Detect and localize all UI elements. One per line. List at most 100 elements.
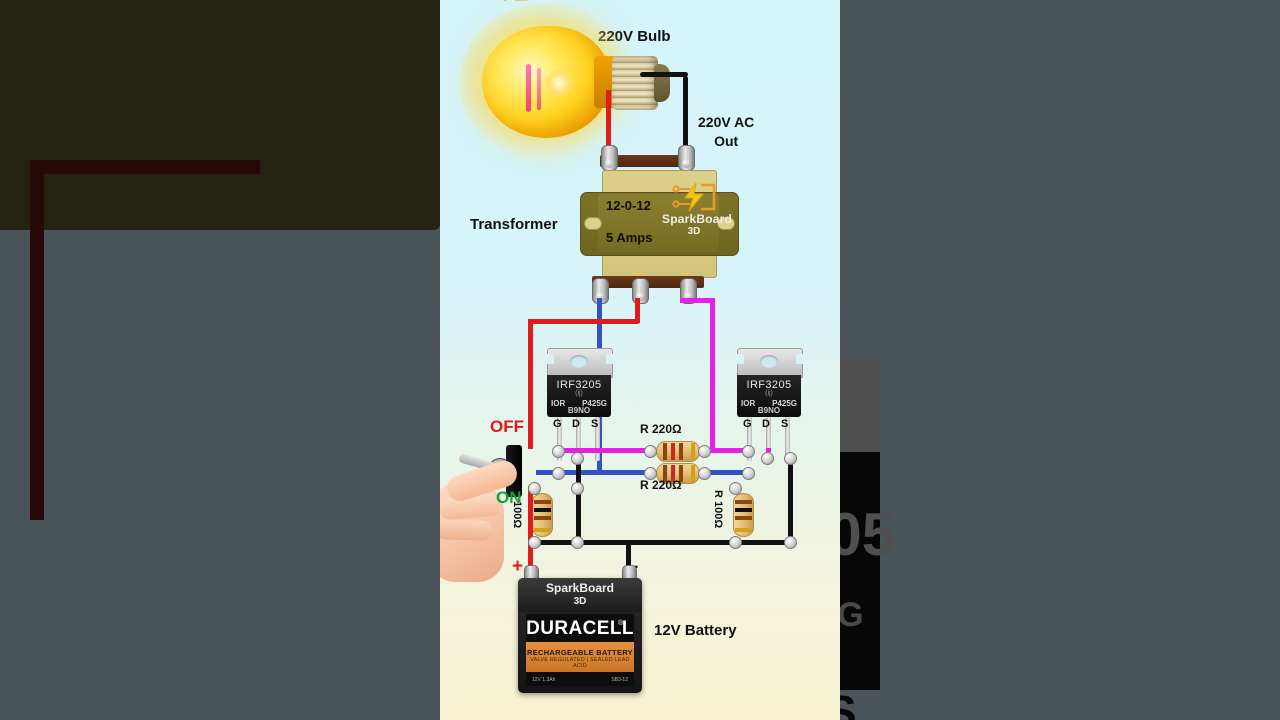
main-diagram-panel: 220V Bulb 220V AC Out Transformer 12V Ba…	[440, 0, 840, 720]
transformer-rating-voltage: 12-0-12	[606, 198, 651, 213]
wire-bulb-black-elbow	[640, 72, 688, 77]
mosfet-left-code: P425G	[582, 399, 607, 408]
node-right-drain	[761, 452, 774, 465]
battery-label: 12V Battery	[654, 622, 737, 639]
transformer-rating-current: 5 Amps	[606, 230, 653, 245]
light-bulb	[460, 4, 682, 160]
battery-registered-mark: ®	[618, 620, 624, 627]
node-right-gate	[742, 445, 755, 458]
mosfet-left-brand: IOR	[551, 399, 566, 408]
node-r220-bottom-right	[698, 467, 711, 480]
resistor-100-right	[733, 487, 754, 541]
wire-magenta-right-elbow	[680, 298, 715, 303]
node-left-r100-bottom	[528, 536, 541, 549]
battery-foot-left: 12V 1.3Ah	[532, 677, 556, 683]
node-left-gate	[552, 445, 565, 458]
battery-brand-top: SparkBoard	[545, 581, 615, 595]
ac-out-label: 220V AC Out	[698, 113, 754, 151]
node-left-ground	[571, 536, 584, 549]
mosfet-left-leg-source	[595, 417, 600, 461]
sparkboard-logo-icon	[670, 182, 718, 212]
node-right-r100-bottom	[729, 536, 742, 549]
node-right-gate-blue	[742, 467, 755, 480]
battery-sparkboard-logo-icon	[486, 0, 532, 2]
node-left-r100-top	[528, 482, 541, 495]
resistor-100-left	[532, 487, 553, 541]
mosfet-right-leg-gate	[747, 417, 752, 461]
battery-label-area: DURACELL ® RECHARGEABLE BATTERY VALVE RE…	[526, 614, 634, 686]
resistor-220-bottom-label: R 220Ω	[640, 478, 682, 492]
sparkboard-logo-sub: 3D	[687, 226, 701, 237]
battery-brand: DURACELL	[526, 618, 634, 639]
sparkboard-logo-name: SparkBoard	[662, 212, 733, 226]
node-right-ground	[784, 536, 797, 549]
mosfet-left-part-number: IRF3205	[556, 379, 602, 391]
mosfet-right-markings: IOR P425G	[741, 399, 797, 408]
wire-bulb-red	[606, 90, 611, 162]
transformer-mount-ear-left	[584, 217, 602, 230]
mosfet-right-code: P425G	[772, 399, 797, 408]
transformer-winding-face	[598, 194, 719, 252]
wire-black-ground-bus	[536, 540, 793, 545]
node-right-source	[784, 452, 797, 465]
switch-off-label: OFF	[490, 417, 524, 436]
wire-red-horizontal	[528, 319, 640, 324]
wire-red-center-tap	[635, 298, 640, 323]
resistor-100-right-label: R 100Ω	[712, 490, 724, 529]
battery-footer: 12V 1.3Ah SB3-12	[526, 674, 634, 686]
mosfet-right-lot: B9NO	[757, 406, 781, 415]
ac-out-line-1: 220V AC	[698, 114, 755, 130]
mosfet-right-pin-d: D	[762, 418, 770, 430]
mosfet-right-part-number: IRF3205	[746, 379, 792, 391]
node-r220-top-left	[644, 445, 657, 458]
mosfet-right-brand: IOR	[741, 399, 756, 408]
mosfet-left-pin-d: D	[572, 418, 580, 430]
wire-blue-gate-bus-right	[705, 470, 753, 475]
node-left-drain-low	[571, 482, 584, 495]
bulb-filament-core	[542, 70, 576, 96]
resistor-100-right-label-box: R 100Ω	[711, 490, 725, 540]
transformer-mount-ear-right	[717, 217, 735, 230]
wire-magenta-right-vertical	[710, 298, 715, 448]
wire-red-down-to-switch	[528, 319, 533, 449]
mosfet-right-leg-source	[785, 417, 790, 461]
mosfet-right-mount-hole	[760, 355, 778, 368]
node-r220-bottom-left	[644, 467, 657, 480]
bulb-contact-tip	[654, 64, 670, 102]
battery-plus-sign: +	[512, 556, 524, 577]
mosfet-left: IRF3205 (ij) IOR P425G B9NO G D S	[543, 348, 615, 461]
circuit-scene: 220V Bulb 220V AC Out Transformer 12V Ba…	[440, 0, 840, 720]
wire-black-ground-to-battery	[626, 540, 631, 580]
mosfet-right-mark: (ij)	[765, 390, 773, 397]
transformer-primary-terminal-1	[601, 145, 618, 171]
wire-red-switch-to-battery	[528, 486, 533, 582]
hand-cursor	[440, 457, 524, 586]
mosfet-left-leg-gate	[557, 417, 562, 461]
bulb-filament	[526, 64, 546, 112]
transformer-secondary-terminal-center	[632, 278, 649, 304]
transformer-primary-terminal-bar	[600, 155, 695, 167]
ac-out-line-2: Out	[714, 133, 739, 149]
wire-black-left-drain-down	[576, 455, 581, 543]
transformer-secondary-terminal-right	[680, 278, 697, 304]
battery-top-branding: SparkBoard 3D	[518, 578, 642, 612]
transformer-label: Transformer	[470, 216, 558, 233]
bulb-screw-base	[612, 56, 658, 110]
mosfet-left-pin-g: G	[553, 418, 562, 430]
switch-on-label: ON	[496, 488, 522, 507]
node-left-gate-blue	[552, 467, 565, 480]
battery: SparkBoard 3D DURACELL ® RECHARGEABLE BA…	[518, 578, 642, 693]
mosfet-left-mark: (ij)	[575, 390, 583, 397]
battery-spec: VALVE REGULATED | SEALED LEAD ACID	[530, 657, 630, 669]
battery-brand-top-sub: 3D	[573, 596, 587, 607]
mosfet-left-body: IRF3205 (ij) IOR P425G B9NO	[547, 375, 611, 417]
node-left-drain	[571, 452, 584, 465]
transformer-primary-terminal-2	[678, 145, 695, 171]
mosfet-right-pin-s: S	[781, 418, 789, 430]
bulb-glass	[482, 26, 610, 138]
battery-copper-band: RECHARGEABLE BATTERY VALVE REGULATED | S…	[526, 642, 634, 672]
wire-magenta-gate-bus-left	[553, 448, 653, 453]
mosfet-right-leg-drain	[766, 417, 771, 461]
wire-blue-gate-bus-left	[553, 470, 653, 475]
